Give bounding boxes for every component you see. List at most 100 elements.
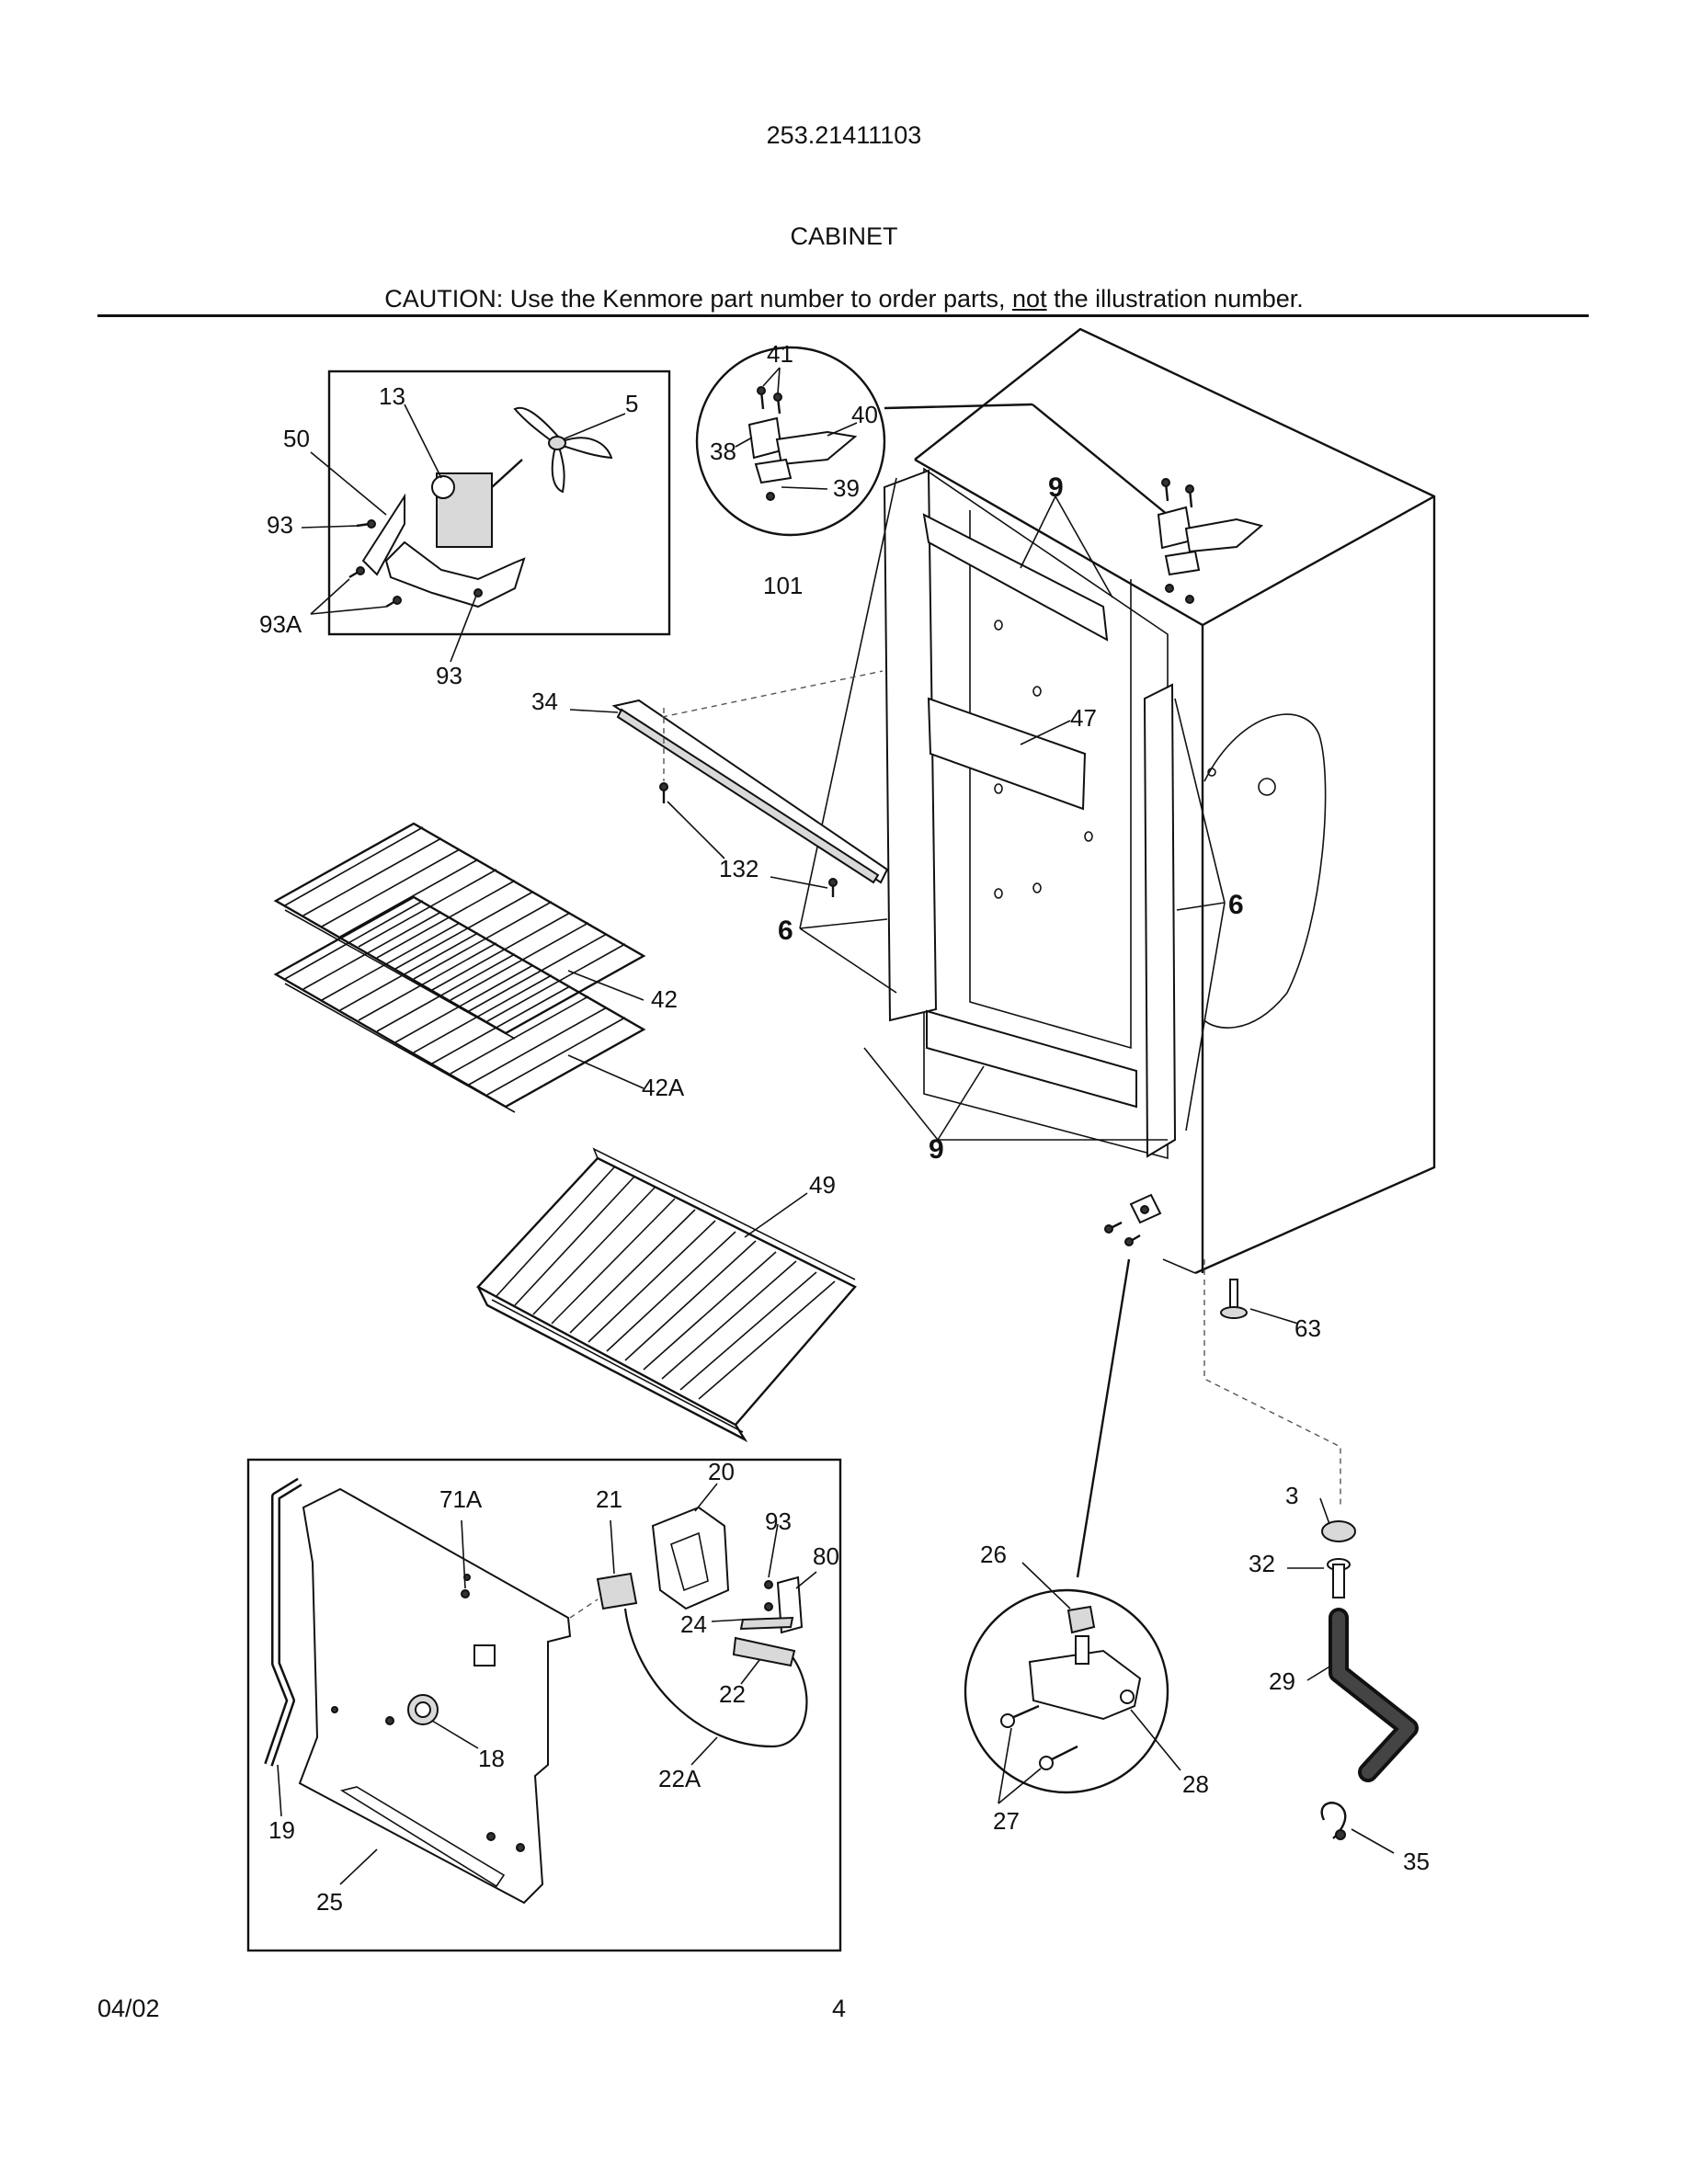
compressor-port bbox=[1258, 778, 1276, 796]
callout-19: 19 bbox=[268, 1816, 295, 1844]
thermostat-21 bbox=[596, 1572, 638, 1610]
caution-suffix: the illustration number. bbox=[1054, 285, 1304, 313]
toe-plate-25 bbox=[298, 1487, 572, 1905]
hinge-washer bbox=[766, 492, 775, 501]
control-inset bbox=[246, 1458, 842, 1952]
bottom-breaker-strip bbox=[926, 1009, 1137, 1109]
drip-tray-34 bbox=[569, 670, 889, 884]
screw-41-a bbox=[757, 386, 766, 410]
bottom-hinge-inset-frame bbox=[964, 1588, 1169, 1794]
cabinet-top-hinge bbox=[1157, 478, 1264, 604]
hinge-pin bbox=[1075, 1635, 1089, 1665]
left-breaker-strip bbox=[883, 469, 938, 1022]
screw-93-upper bbox=[356, 519, 376, 529]
callout-6-left: 6 bbox=[778, 916, 793, 946]
hinge-cap-26 bbox=[1066, 1605, 1096, 1634]
callout-80: 80 bbox=[813, 1542, 839, 1570]
wire-shelf-42A bbox=[273, 895, 646, 1113]
section-title: CABINET bbox=[790, 222, 898, 250]
motor-shaft bbox=[491, 459, 523, 488]
leveling-leg-63 bbox=[1220, 1279, 1299, 1325]
callout-9-top: 9 bbox=[1048, 472, 1064, 503]
callout-22A: 22A bbox=[658, 1765, 701, 1792]
cabinet-body bbox=[914, 327, 1436, 1275]
callout-35: 35 bbox=[1403, 1848, 1430, 1875]
callout-93-control: 93 bbox=[765, 1507, 792, 1535]
bottom-hinge-inset bbox=[964, 1562, 1181, 1804]
callout-29: 29 bbox=[1269, 1667, 1295, 1695]
control-inset-frame bbox=[246, 1458, 842, 1952]
hinge-bracket bbox=[754, 458, 793, 484]
top-hinge-inset bbox=[695, 346, 1169, 537]
callout-39: 39 bbox=[833, 474, 860, 502]
screw-93A-lower bbox=[385, 596, 402, 609]
callout-41: 41 bbox=[767, 340, 793, 368]
callout-63: 63 bbox=[1295, 1314, 1321, 1342]
callout-47: 47 bbox=[1070, 704, 1097, 732]
breaker-strips bbox=[799, 469, 1226, 1158]
callout-93A: 93A bbox=[259, 610, 302, 638]
callout-93-lower: 93 bbox=[436, 662, 462, 689]
screw-41-b bbox=[773, 392, 782, 415]
callout-38: 38 bbox=[710, 438, 736, 465]
right-breaker-strip bbox=[1143, 683, 1177, 1158]
fan-motor-inset bbox=[301, 370, 671, 663]
inset-pointer-line bbox=[884, 403, 1033, 410]
drain-hose-29 bbox=[1306, 1608, 1419, 1782]
callout-5: 5 bbox=[625, 390, 638, 417]
callout-93-upper: 93 bbox=[267, 511, 293, 539]
callout-20: 20 bbox=[708, 1458, 735, 1485]
screw-93A-upper bbox=[348, 566, 365, 579]
knob-20 bbox=[651, 1506, 730, 1610]
bracket-arm bbox=[361, 493, 405, 576]
header-rule bbox=[97, 314, 1589, 317]
callout-22: 22 bbox=[719, 1680, 746, 1708]
callout-25: 25 bbox=[316, 1888, 343, 1916]
hinge-plate bbox=[747, 416, 783, 460]
assembly-dash-line bbox=[1203, 1259, 1341, 1507]
screw-27-a bbox=[1000, 1704, 1040, 1728]
callout-71A: 71A bbox=[439, 1485, 483, 1513]
callout-13: 13 bbox=[379, 382, 405, 410]
callout-18: 18 bbox=[478, 1745, 505, 1772]
clip-24 bbox=[739, 1616, 794, 1631]
capillary-22A bbox=[623, 1608, 808, 1748]
callout-21: 21 bbox=[596, 1485, 622, 1513]
screw-132-b bbox=[828, 878, 838, 897]
callout-34: 34 bbox=[531, 688, 558, 715]
model-number: 253.21411103 bbox=[766, 121, 922, 149]
callout-9-bottom: 9 bbox=[929, 1134, 944, 1165]
compressor-housing bbox=[1203, 713, 1327, 1029]
cabinet-bottom-corner bbox=[1162, 1258, 1196, 1274]
top-hinge-inset-frame bbox=[695, 346, 886, 537]
callout-6-right: 6 bbox=[1228, 890, 1244, 920]
caution-note: CAUTION: Use the Kenmore part number to … bbox=[0, 285, 1688, 313]
callout-42A: 42A bbox=[642, 1074, 685, 1101]
callout-132: 132 bbox=[719, 855, 758, 882]
motor-bracket bbox=[384, 540, 526, 609]
screw-93-lower bbox=[473, 588, 483, 597]
callout-101: 101 bbox=[763, 572, 803, 599]
hinge-bracket-28 bbox=[1028, 1649, 1142, 1721]
top-breaker-strip bbox=[922, 513, 1109, 642]
hose-clamp-35 bbox=[1320, 1802, 1395, 1854]
callout-3: 3 bbox=[1285, 1482, 1298, 1509]
callout-32: 32 bbox=[1249, 1550, 1275, 1577]
caution-prefix: CAUTION: Use the Kenmore part number to … bbox=[384, 285, 1006, 313]
inset-pointer-line-2 bbox=[1032, 404, 1169, 516]
caution-emphasis: not bbox=[1012, 285, 1047, 313]
callout-28: 28 bbox=[1182, 1770, 1209, 1798]
motor-hub bbox=[431, 475, 455, 499]
wire-basket-49 bbox=[476, 1147, 857, 1443]
callout-40: 40 bbox=[851, 401, 878, 428]
callout-24: 24 bbox=[680, 1610, 707, 1638]
page-number: 4 bbox=[832, 1995, 847, 2022]
mount-22 bbox=[732, 1636, 796, 1667]
callout-42: 42 bbox=[651, 985, 678, 1013]
hinge-arm bbox=[775, 430, 858, 466]
drain-plug-3 bbox=[1319, 1497, 1356, 1542]
screw-132-a bbox=[659, 782, 668, 803]
callout-49: 49 bbox=[809, 1171, 836, 1199]
screw-27-b bbox=[1039, 1745, 1078, 1770]
